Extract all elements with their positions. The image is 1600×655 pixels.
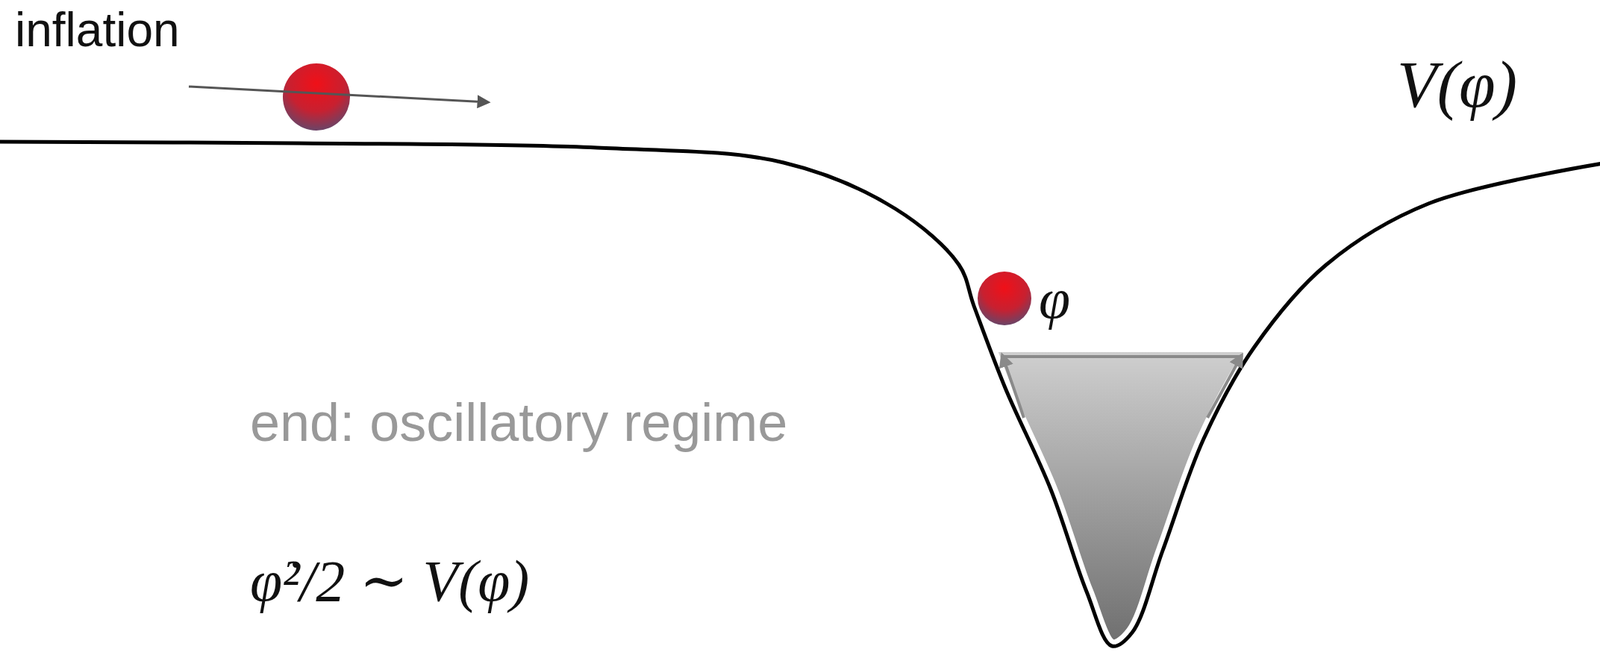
potential-label: V(φ) [1397,52,1518,118]
inflaton-ball [282,63,350,131]
motion-arrow [188,86,489,103]
oscillation-line [1003,355,1240,359]
curve-halo [0,141,1600,647]
oscillation-arrow [1207,355,1242,418]
field-label: φ [1038,270,1071,327]
phase-label: inflation [14,5,180,54]
oscillation-arrow [1002,355,1024,418]
inflaton-ball [977,271,1032,326]
potential-curve [0,141,1600,647]
oscillation-region [991,352,1252,647]
curve-layer [0,141,1600,647]
ball-layer [188,63,1032,326]
regime-note: end: oscillatory regime [250,395,788,450]
energy-relation: φ̇²/2 ∼ V(φ) [250,552,530,611]
well-layer [991,352,1252,647]
